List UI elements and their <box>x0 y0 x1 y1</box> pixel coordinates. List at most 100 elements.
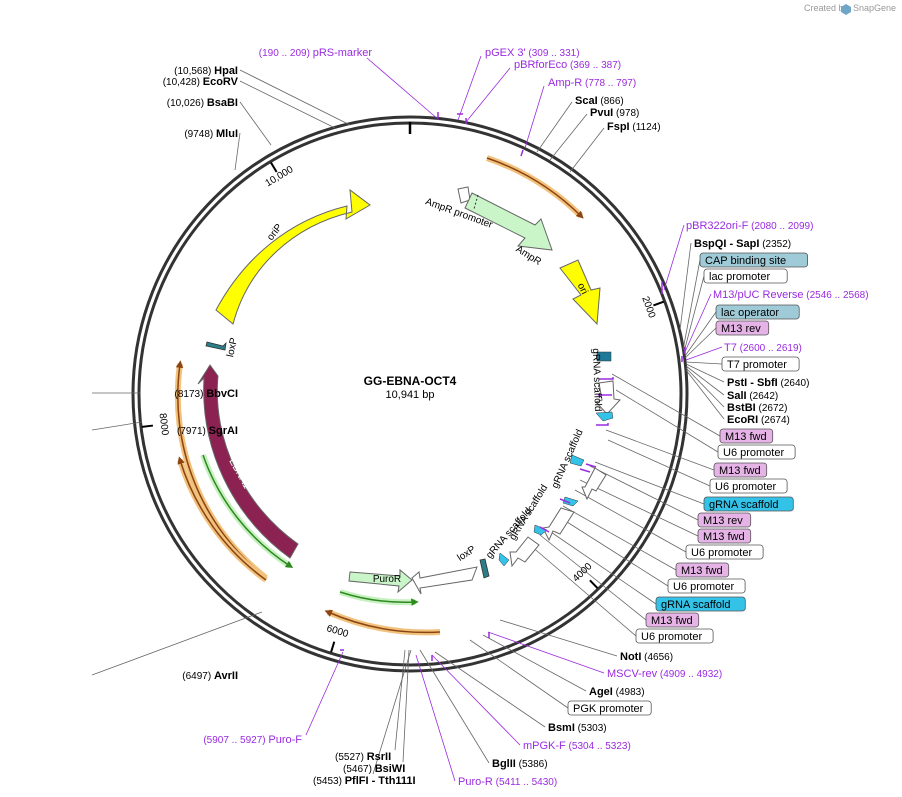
primer-range: (369 .. 387) <box>567 60 621 71</box>
tick-mark <box>270 162 278 173</box>
leader-line <box>589 465 699 521</box>
enzyme-position: (2352) <box>759 239 791 250</box>
feature-box <box>685 544 764 560</box>
grna-cyan-2 <box>569 454 585 467</box>
leader-line <box>536 101 573 153</box>
feature-box-label: M13 fwd <box>651 615 693 627</box>
leader-line <box>679 242 692 331</box>
tick-label: 6000 <box>325 623 350 640</box>
primer-range: (778 .. 797) <box>582 78 636 89</box>
ampr-arrow <box>464 192 553 251</box>
enzyme-label: FspI (1124) <box>607 121 661 133</box>
leader-lines <box>91 55 725 782</box>
primer-range: (190 .. 209) <box>259 48 313 59</box>
enzyme-position: (4656) <box>641 652 673 663</box>
feature-box-label: PGK promoter <box>573 703 644 715</box>
leader-line <box>469 639 569 709</box>
enzyme-name: BspQI <box>694 238 726 250</box>
leader-line <box>482 634 587 692</box>
feature-box-label: M13 fwd <box>725 431 767 443</box>
tick-label: 2000 <box>639 295 657 320</box>
leader-line <box>682 259 701 351</box>
feature-box-label: U6 promoter <box>715 481 776 493</box>
feature-label: PuroR <box>373 574 401 585</box>
primer-name: pGEX 3' <box>485 47 526 59</box>
leader-line <box>684 327 717 359</box>
enzyme-name: EcoRI <box>727 414 758 426</box>
plasmid-name: GG-EBNA-OCT4 <box>364 374 457 388</box>
enzyme-position: (7971) <box>177 426 209 437</box>
primer-range: (2600 .. 2619) <box>737 343 802 354</box>
leader-line <box>234 132 241 171</box>
primer-name: pBRforEco <box>514 59 567 71</box>
leader-line <box>239 80 336 129</box>
enzyme-label: BglII (5386) <box>492 758 548 770</box>
ebna1-arrow <box>197 364 299 559</box>
feature-shapes <box>174 112 686 661</box>
enzyme-label: (10,428) EcoRV <box>163 76 239 88</box>
primer-range: (2546 .. 2568) <box>803 290 868 301</box>
leader-line <box>499 619 618 657</box>
enzyme-name: BsmI <box>548 722 575 734</box>
leader-line <box>574 489 687 553</box>
leader-line <box>539 534 647 621</box>
leader-line <box>91 421 143 431</box>
enzyme-name: SalI <box>727 390 747 402</box>
enzyme-label: (10,568) HpaI <box>174 65 238 77</box>
primer-arc-top-line <box>486 157 584 219</box>
enzyme-name: HpaI <box>214 65 238 77</box>
enzyme-label: SalI (2642) <box>727 390 778 402</box>
enzyme-position: (10,428) <box>163 77 203 88</box>
feature-box <box>697 512 752 528</box>
primer-range: (4909 .. 4932) <box>657 669 722 680</box>
feature-box-label: U6 promoter <box>673 581 734 593</box>
enzyme-position: (2672) <box>756 403 788 414</box>
backbone <box>131 115 689 673</box>
ori-arrow <box>559 259 601 326</box>
enzyme-label: BstBI (2672) <box>727 402 787 414</box>
enzyme-label: (9748) MluI <box>184 128 238 140</box>
primer-label: (190 .. 209) pRS-marker <box>259 47 373 59</box>
plasmid-length: 10,941 bp <box>386 389 435 401</box>
leader-line <box>683 293 712 355</box>
enzyme-name: EcoRV <box>203 76 239 88</box>
primer-name: Puro-F <box>268 734 302 746</box>
enzyme-position: (10,568) <box>174 66 214 77</box>
loxp-bottom <box>479 558 490 579</box>
primer-name: Amp-R <box>548 77 582 89</box>
enzyme-position: (4983) <box>613 687 645 698</box>
green-arc-ebna-line <box>202 454 294 569</box>
enzyme-label: BsmI (5303) <box>548 722 607 734</box>
leader-line <box>366 57 440 121</box>
leader-line <box>683 275 705 353</box>
leader-line <box>685 363 725 383</box>
enzyme-position: (2674) <box>758 415 790 426</box>
enzyme-name: ScaI <box>575 95 598 107</box>
leader-line <box>239 69 351 126</box>
primer-range: (309 .. 331) <box>526 48 580 59</box>
feature-box <box>635 628 714 644</box>
primer-label: (5907 .. 5927) Puro-F <box>203 734 302 746</box>
enzyme-name: BstBI <box>727 402 756 414</box>
leader-line <box>615 389 719 453</box>
leader-line <box>555 514 669 587</box>
enzyme-name: BglII <box>492 758 516 770</box>
green-arc-puro-line <box>339 591 419 606</box>
primer-label: pBRforEco (369 .. 387) <box>514 59 621 71</box>
feature-box-label: T7 promoter <box>727 359 787 371</box>
enzyme-label: PstI - SbfI (2640) <box>727 377 809 389</box>
feature-box <box>655 596 746 612</box>
feature-label: loxP <box>225 336 240 358</box>
outer-labels: (10,568) HpaI(10,428) EcoRV(10,026) BsaB… <box>163 47 869 788</box>
feature-box <box>697 528 752 544</box>
feature-box-label: M13 fwd <box>719 465 761 477</box>
feature-box <box>715 320 770 336</box>
leader-line <box>415 654 456 782</box>
leader-line <box>431 654 521 746</box>
leader-line <box>611 373 721 437</box>
leader-line <box>663 224 685 291</box>
primer-label: MSCV-rev (4909 .. 4932) <box>607 668 722 680</box>
enzyme-label: PvuI (978) <box>590 107 639 119</box>
leader-line <box>91 611 263 676</box>
